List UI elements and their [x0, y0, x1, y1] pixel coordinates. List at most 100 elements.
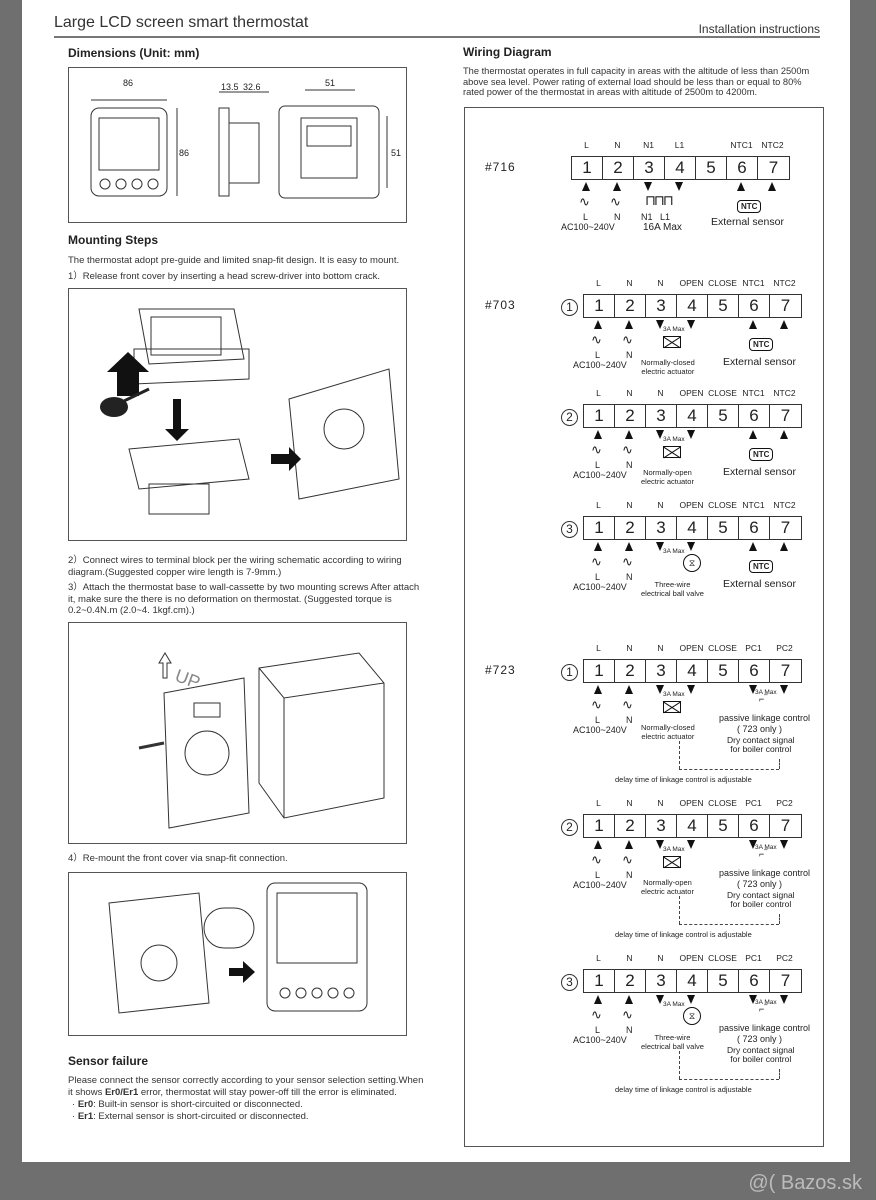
option-number: 1: [561, 664, 578, 681]
l-label: L: [595, 870, 601, 880]
mounting-step-4: 4）Re-mount the front cover via snap-fit …: [68, 853, 288, 864]
ac-wave-icon: ∿: [591, 554, 602, 569]
arrow-up-icon: [625, 542, 633, 551]
dry-line: Dry contact signal: [727, 735, 795, 745]
terminal-7: 7: [780, 296, 791, 315]
terminal-2: 2: [615, 660, 646, 682]
remount-cover-illustration: [108, 882, 368, 1014]
terminal-label: N: [657, 278, 664, 288]
terminal-label: L: [584, 140, 589, 150]
actuator-icon: [663, 856, 681, 868]
terminal-label: NTC2: [761, 140, 784, 150]
arrow-up-icon: [594, 542, 602, 551]
load-rating: 3A Max: [663, 1001, 685, 1008]
terminal-label: NTC2: [773, 278, 796, 288]
remove-cover-illustration: [100, 308, 400, 515]
dry-line: for boiler control: [730, 1054, 792, 1064]
step3-figure: UP: [68, 622, 407, 844]
terminal-label: NTC1: [730, 140, 753, 150]
load-caption-line: electric actuator: [641, 367, 695, 376]
load-caption-line: Three-wire: [654, 1033, 691, 1042]
ac-wave-icon: ∿: [622, 554, 633, 569]
terminal-5: 5: [708, 970, 739, 992]
load-rating: 3A Max: [663, 326, 685, 333]
delay-line: [679, 769, 779, 770]
manual-page: Large LCD screen smart thermostat Instal…: [22, 0, 850, 1162]
terminal-4: 4: [677, 295, 708, 317]
terminal-1: 1: [584, 660, 615, 682]
attach-base-illustration: [138, 652, 385, 829]
terminal-1: 1: [584, 970, 615, 992]
arrow-down-icon: [749, 685, 757, 694]
dim-depth1-label: 13.5: [221, 82, 239, 92]
terminal-5: 5: [696, 157, 727, 179]
terminal-label: N: [657, 798, 664, 808]
arrow-down-icon: [656, 840, 664, 849]
sensor-failure-heading: Sensor failure: [68, 1054, 149, 1068]
terminal-6: 6: [739, 660, 770, 682]
dry-line: Dry contact signal: [727, 1045, 795, 1055]
delay-line: [779, 914, 780, 924]
pc-rating: 3A Max: [755, 844, 777, 851]
arrow-up-icon: [780, 320, 788, 329]
dry-line: for boiler control: [730, 744, 792, 754]
delay-line: [679, 896, 680, 924]
terminal-label: OPEN: [679, 388, 704, 398]
terminal-3: 3: [646, 517, 677, 539]
mounting-intro: The thermostat adopt pre-guide and limit…: [68, 255, 400, 266]
arrow-down-icon: [644, 182, 652, 191]
terminal-label: CLOSE: [708, 388, 737, 398]
terminal-6: 6: [739, 517, 770, 539]
ac-wave-icon: ∿: [622, 1007, 633, 1022]
dim-box-width-label: 51: [325, 78, 336, 88]
arrow-up-icon: [625, 430, 633, 439]
terminal-label: PC2: [776, 798, 793, 808]
arrow-down-icon: [687, 685, 695, 694]
load-caption-line: electric actuator: [641, 887, 694, 896]
arrow-down-icon: [749, 995, 757, 1004]
delay-line: [679, 741, 680, 769]
terminal-6: 6: [739, 815, 770, 837]
delay-note: delay time of linkage control is adjusta…: [615, 775, 752, 784]
arrow-up-icon: [749, 542, 757, 551]
mounting-step-3: 3）Attach the thermostat base to wall-cas…: [68, 582, 420, 616]
terminal-7: 7: [780, 518, 791, 537]
terminal-label: N: [626, 798, 633, 808]
arrow-down-icon: [656, 995, 664, 1004]
terminal-7: 7: [780, 971, 791, 990]
power-label: AC100~240V: [573, 880, 627, 890]
error-item-er0: · Er0: Built-in sensor is short-circuite…: [72, 1099, 303, 1110]
ball-valve-icon: ⧖: [683, 554, 701, 572]
terminal-5: 5: [708, 660, 739, 682]
terminal-5: 5: [708, 295, 739, 317]
terminal-3: 3: [646, 405, 677, 427]
power-label: AC100~240V: [573, 582, 627, 592]
ac-wave-icon: ∿: [622, 442, 633, 457]
dim-height-label: 86: [179, 148, 190, 158]
dim-width-label: 86: [123, 78, 134, 88]
dry-contact-switch-icon: ⌐‾: [759, 694, 768, 704]
pc-title: passive linkage control: [719, 713, 811, 723]
n-label: N: [626, 715, 633, 725]
ac-wave-icon: ∿: [610, 194, 621, 209]
terminal-label: L: [596, 798, 601, 808]
terminal-2: 2: [603, 157, 634, 179]
terminal-label: OPEN: [679, 278, 704, 288]
arrow-down-icon: [780, 995, 788, 1004]
ac-wave-icon: ∿: [622, 697, 633, 712]
terminal-6: 6: [739, 405, 770, 427]
arrow-down-icon: [780, 840, 788, 849]
terminal-label: L: [596, 388, 601, 398]
mounting-heading: Mounting Steps: [68, 233, 158, 247]
terminal-6: 6: [739, 295, 770, 317]
